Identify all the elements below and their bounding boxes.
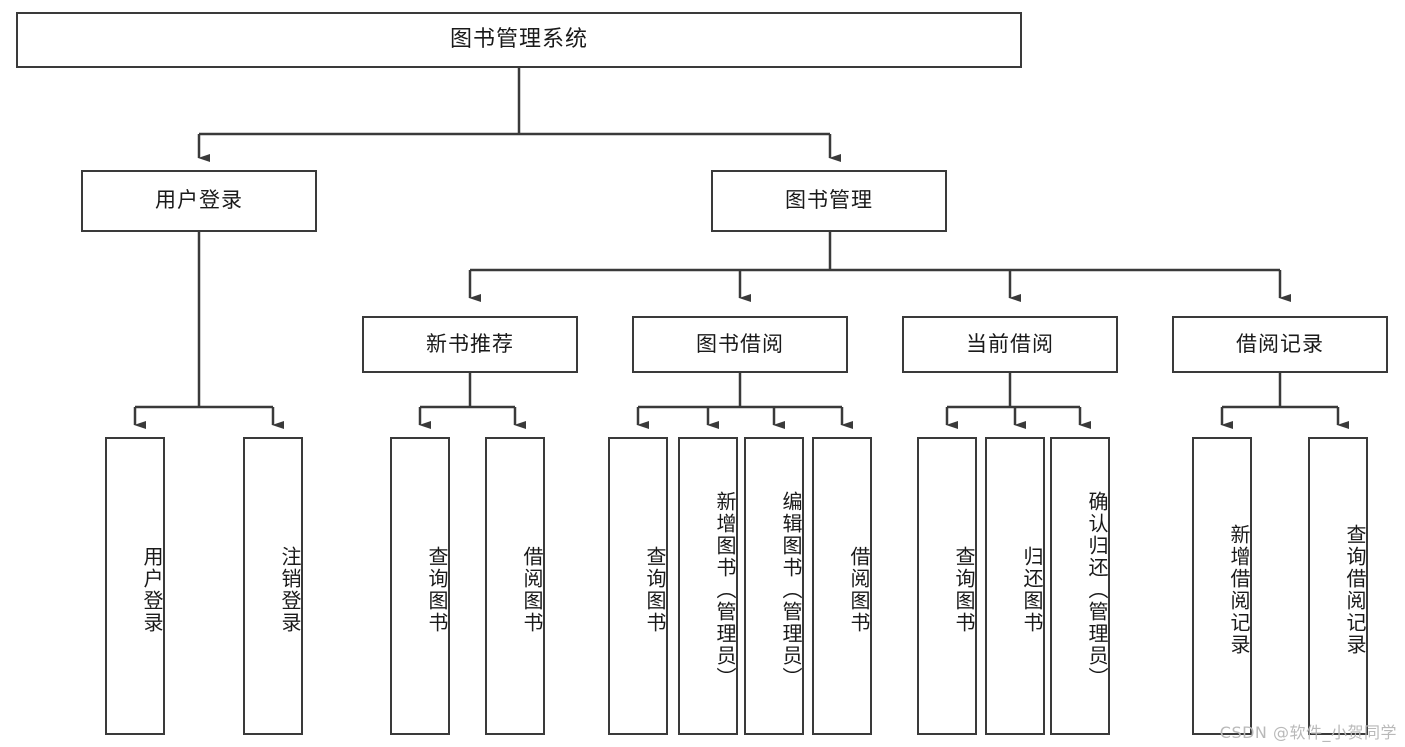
node-leaf-add-book-label: 新增图书（管理员） xyxy=(713,491,737,689)
node-leaf-query-book-3[interactable]: 查询图书 xyxy=(917,437,977,735)
node-leaf-query-book-3-label: 查询图书 xyxy=(952,546,976,634)
node-leaf-edit-book-label: 编辑图书（管理员） xyxy=(779,491,803,689)
node-leaf-query-book-2-label: 查询图书 xyxy=(643,546,667,634)
node-leaf-confirm-return[interactable]: 确认归还（管理员） xyxy=(1050,437,1110,735)
node-user-login[interactable]: 用户登录 xyxy=(81,170,317,232)
node-leaf-add-record[interactable]: 新增借阅记录 xyxy=(1192,437,1252,735)
node-leaf-return-book[interactable]: 归还图书 xyxy=(985,437,1045,735)
node-leaf-add-record-label: 新增借阅记录 xyxy=(1227,524,1251,656)
node-leaf-query-book-2[interactable]: 查询图书 xyxy=(608,437,668,735)
node-book-manage[interactable]: 图书管理 xyxy=(711,170,947,232)
node-leaf-query-record-label: 查询借阅记录 xyxy=(1343,524,1367,656)
node-leaf-borrow-book-2[interactable]: 借阅图书 xyxy=(812,437,872,735)
node-current-borrow[interactable]: 当前借阅 xyxy=(902,316,1118,373)
node-book-borrow[interactable]: 图书借阅 xyxy=(632,316,848,373)
node-leaf-user-login[interactable]: 用户登录 xyxy=(105,437,165,735)
node-leaf-edit-book[interactable]: 编辑图书（管理员） xyxy=(744,437,804,735)
node-leaf-borrow-book-2-label: 借阅图书 xyxy=(847,546,871,634)
node-leaf-query-book-1[interactable]: 查询图书 xyxy=(390,437,450,735)
csdn-watermark: CSDN @软件_小贺同学 xyxy=(1219,723,1397,742)
node-leaf-query-book-1-label: 查询图书 xyxy=(425,546,449,634)
node-borrow-record[interactable]: 借阅记录 xyxy=(1172,316,1388,373)
node-leaf-return-book-label: 归还图书 xyxy=(1020,546,1044,634)
node-leaf-logout-login[interactable]: 注销登录 xyxy=(243,437,303,735)
node-new-book-rec[interactable]: 新书推荐 xyxy=(362,316,578,373)
node-leaf-add-book[interactable]: 新增图书（管理员） xyxy=(678,437,738,735)
node-leaf-borrow-book-1[interactable]: 借阅图书 xyxy=(485,437,545,735)
node-leaf-logout-login-label: 注销登录 xyxy=(278,546,302,634)
node-leaf-user-login-label: 用户登录 xyxy=(140,546,164,634)
node-leaf-confirm-return-label: 确认归还（管理员） xyxy=(1085,491,1109,689)
node-root[interactable]: 图书管理系统 xyxy=(16,12,1022,68)
node-leaf-borrow-book-1-label: 借阅图书 xyxy=(520,546,544,634)
node-leaf-query-record[interactable]: 查询借阅记录 xyxy=(1308,437,1368,735)
